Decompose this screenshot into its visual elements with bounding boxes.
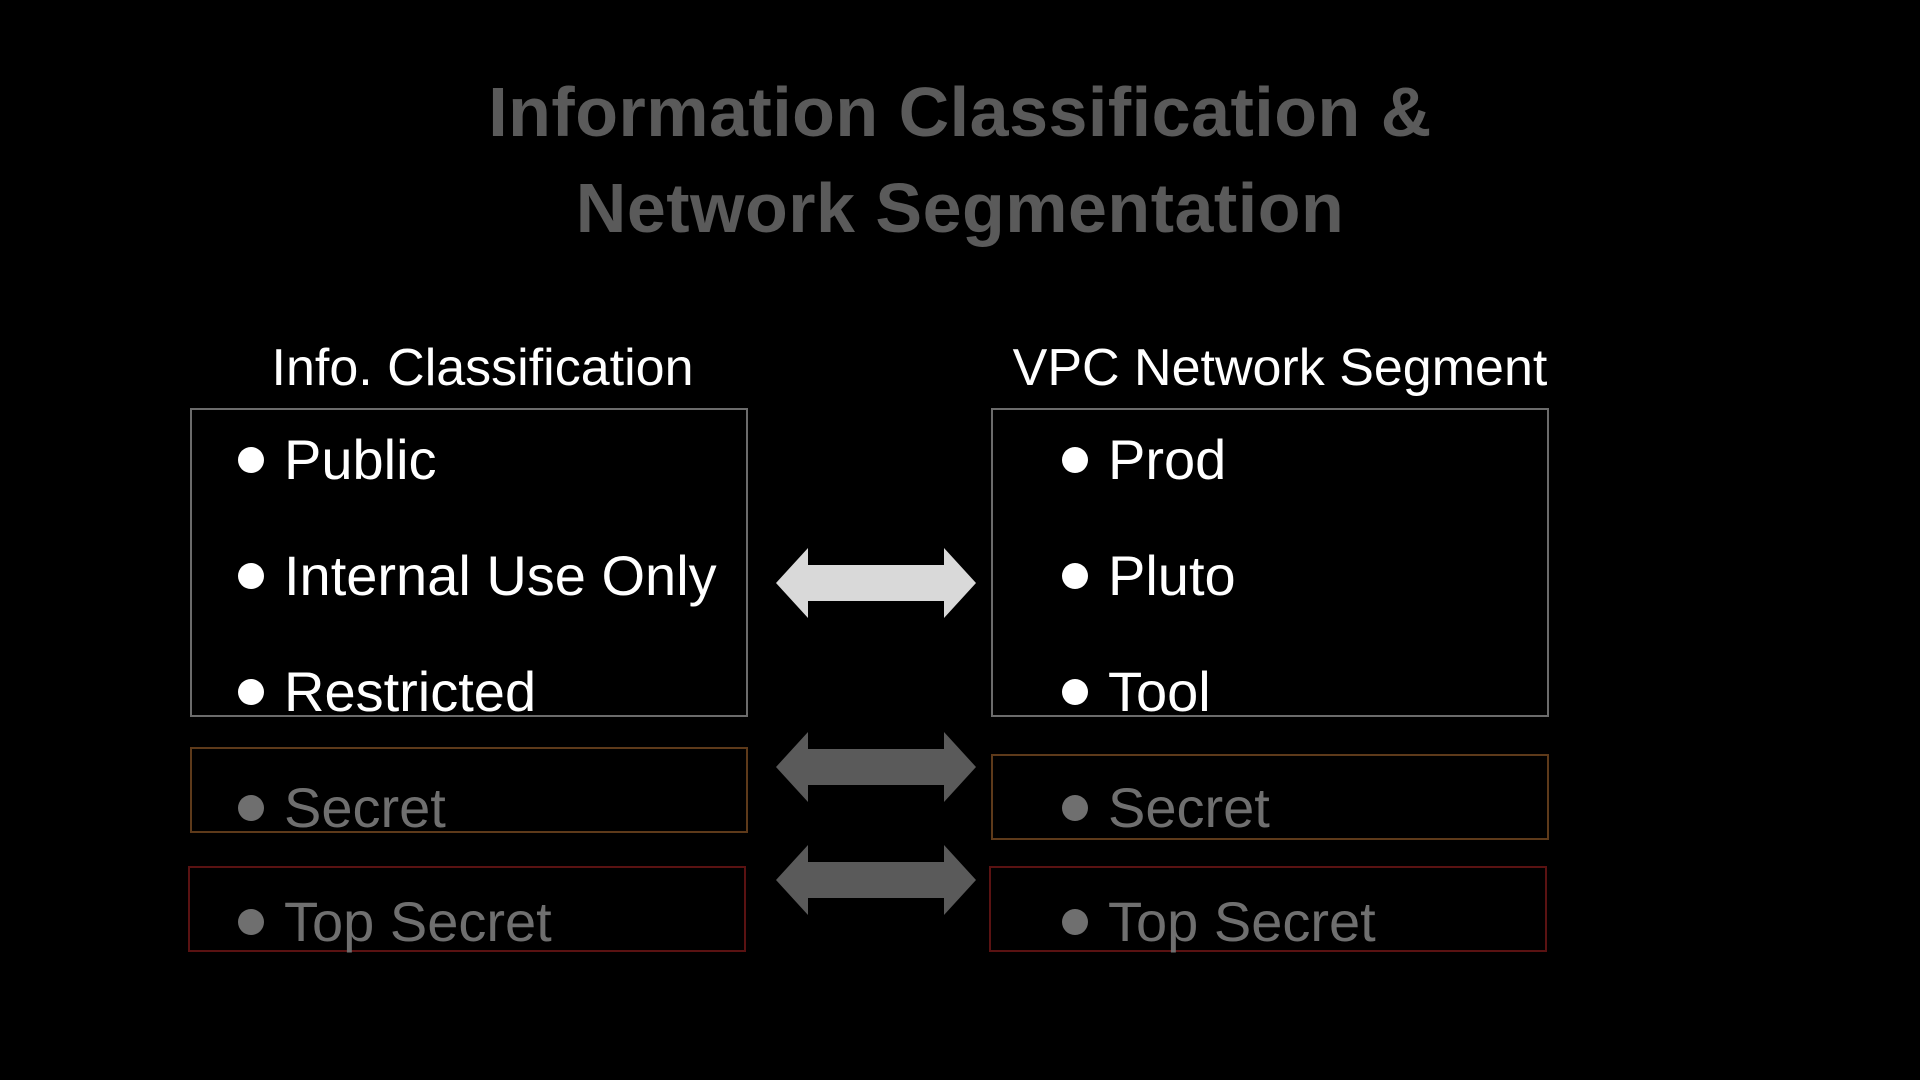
segment-secret-box bbox=[991, 754, 1549, 840]
classification-item-secret: Secret bbox=[238, 776, 446, 840]
main-mapping-arrow bbox=[776, 548, 976, 618]
bullet-icon bbox=[1062, 679, 1088, 706]
secret-mapping-arrow bbox=[776, 732, 976, 802]
classification-secret-box bbox=[190, 747, 748, 833]
bullet-icon bbox=[1062, 563, 1088, 590]
title-line-1: Information Classification & bbox=[488, 73, 1432, 151]
info-classification-heading: Info. Classification bbox=[271, 339, 694, 397]
bullet-icon bbox=[238, 563, 264, 590]
classification-item-restricted: Restricted bbox=[238, 660, 536, 724]
double-arrow-icon bbox=[776, 548, 976, 618]
bullet-icon bbox=[238, 447, 264, 474]
segment-top-secret-box bbox=[989, 866, 1547, 952]
bullet-icon bbox=[1062, 795, 1088, 822]
bullet-icon bbox=[238, 795, 264, 822]
bullet-icon bbox=[238, 909, 264, 936]
segment-item-secret: Secret bbox=[1062, 776, 1270, 840]
item-label: Top Secret bbox=[284, 890, 552, 953]
item-label: Secret bbox=[1108, 776, 1270, 839]
segment-item-pluto: Pluto bbox=[1062, 544, 1236, 608]
item-label: Pluto bbox=[1108, 544, 1236, 607]
item-label: Public bbox=[284, 428, 437, 491]
segment-item-prod: Prod bbox=[1062, 428, 1226, 492]
bullet-icon bbox=[1062, 447, 1088, 474]
double-arrow-icon bbox=[776, 732, 976, 802]
classification-main-box bbox=[190, 408, 748, 717]
title-line-2: Network Segmentation bbox=[575, 169, 1345, 247]
classification-item-top-secret: Top Secret bbox=[238, 890, 552, 954]
segment-item-top-secret: Top Secret bbox=[1062, 890, 1376, 954]
bullet-icon bbox=[1062, 909, 1088, 936]
item-label: Tool bbox=[1108, 660, 1211, 723]
classification-item-public: Public bbox=[238, 428, 437, 492]
classification-item-internal-use-only: Internal Use Only bbox=[238, 544, 717, 608]
vpc-network-segment-heading: VPC Network Segment bbox=[1012, 339, 1548, 397]
item-label: Secret bbox=[284, 776, 446, 839]
classification-top-secret-box bbox=[188, 866, 746, 952]
segment-item-tool: Tool bbox=[1062, 660, 1211, 724]
bullet-icon bbox=[238, 679, 264, 706]
item-label: Prod bbox=[1108, 428, 1227, 491]
item-label: Restricted bbox=[284, 660, 537, 723]
segment-main-box bbox=[991, 408, 1549, 717]
item-label: Top Secret bbox=[1108, 890, 1376, 953]
page-title: Information Classification & Network Seg… bbox=[0, 64, 1920, 256]
double-arrow-icon bbox=[776, 845, 976, 915]
top-secret-mapping-arrow bbox=[776, 845, 976, 915]
item-label: Internal Use Only bbox=[284, 544, 717, 607]
